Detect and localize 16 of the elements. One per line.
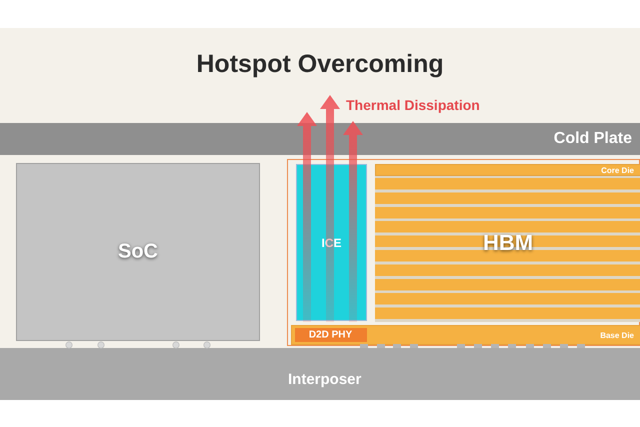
title: Hotspot Overcoming bbox=[195, 50, 445, 79]
layer-label: Cold Plate bbox=[554, 130, 632, 148]
layer-label: D2D PHY bbox=[308, 329, 352, 340]
package-outline bbox=[287, 159, 640, 346]
core-die-layer bbox=[375, 164, 640, 176]
interposer-layer bbox=[0, 348, 640, 400]
layer-label: SoC bbox=[118, 240, 158, 264]
cold-plate-band bbox=[0, 123, 640, 155]
base-die bbox=[291, 325, 640, 345]
layer-label: ICE bbox=[322, 236, 342, 250]
annotation-label: Thermal Dissipation bbox=[346, 97, 480, 113]
soc-die bbox=[16, 163, 260, 341]
layer-label: Core Die bbox=[601, 166, 634, 175]
layer-label: Base Die bbox=[600, 331, 634, 340]
layer-label: Interposer bbox=[288, 371, 362, 388]
d2d-phy-block bbox=[294, 328, 366, 342]
